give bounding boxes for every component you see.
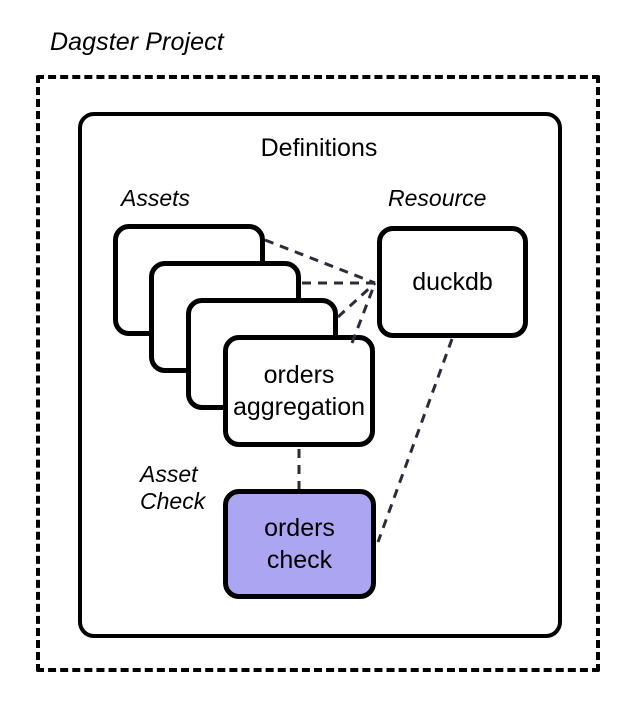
asset-card-orders-aggregation-line2: aggregation	[232, 393, 366, 421]
asset-check-group-label-line1: Asset	[140, 461, 198, 487]
resource-node-duckdb[interactable]: duckdb	[377, 226, 528, 338]
definitions-label: Definitions	[260, 134, 378, 162]
asset-check-node-line1: orders	[264, 514, 335, 542]
asset-check-group-label-line2: Check	[140, 487, 206, 514]
project-boundary	[36, 75, 600, 672]
project-title: Dagster Project	[50, 28, 224, 56]
definitions-container	[78, 112, 562, 638]
asset-card-orders-aggregation-line1: orders	[263, 361, 335, 389]
resource-node-duckdb-label: duckdb	[412, 268, 493, 296]
resource-group-label: Resource	[388, 185, 487, 211]
asset-check-node-line2: check	[266, 546, 333, 574]
asset-check-node-orders-check[interactable]: orders check	[223, 489, 376, 599]
asset-card-orders-aggregation[interactable]: orders aggregation	[223, 335, 375, 447]
assets-group-label: Assets	[121, 185, 191, 211]
